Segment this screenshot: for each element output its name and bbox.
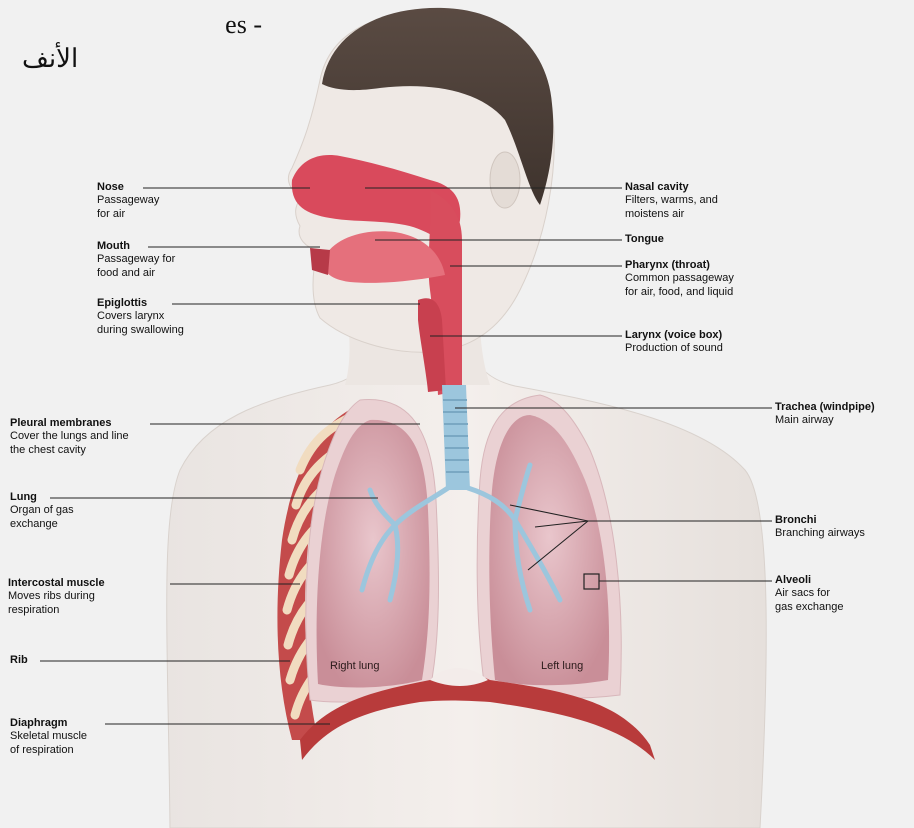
label-mouth-name: Mouth: [97, 240, 175, 253]
label-bronchi: Bronchi Branching airways: [775, 514, 865, 541]
label-intercostal: Intercostal muscle Moves ribs during res…: [8, 577, 105, 617]
label-diaphragm-desc1: Skeletal muscle: [10, 730, 87, 743]
label-epiglottis-desc2: during swallowing: [97, 324, 184, 337]
label-pharynx: Pharynx (throat) Common passageway for a…: [625, 259, 734, 299]
label-nasal-cavity-desc2: moistens air: [625, 208, 718, 221]
label-diaphragm-name: Diaphragm: [10, 717, 87, 730]
label-pleural-desc1: Cover the lungs and line: [10, 430, 129, 443]
label-epiglottis-name: Epiglottis: [97, 297, 184, 310]
label-trachea: Trachea (windpipe) Main airway: [775, 401, 875, 428]
label-nose-name: Nose: [97, 181, 159, 194]
label-nose-desc1: Passageway: [97, 194, 159, 207]
label-tongue: Tongue: [625, 233, 664, 246]
label-pleural-name: Pleural membranes: [10, 417, 129, 430]
label-rib-name: Rib: [10, 654, 28, 667]
label-trachea-desc1: Main airway: [775, 414, 875, 427]
label-alveoli: Alveoli Air sacs for gas exchange: [775, 574, 844, 614]
label-pharynx-desc1: Common passageway: [625, 272, 734, 285]
label-alveoli-name: Alveoli: [775, 574, 844, 587]
label-intercostal-name: Intercostal muscle: [8, 577, 105, 590]
ear: [490, 152, 520, 208]
label-larynx: Larynx (voice box) Production of sound: [625, 329, 723, 356]
label-mouth-desc2: food and air: [97, 267, 175, 280]
label-mouth-desc1: Passageway for: [97, 253, 175, 266]
label-lung-name: Lung: [10, 491, 74, 504]
slide-title-line2: الأنف: [22, 44, 78, 74]
label-bronchi-name: Bronchi: [775, 514, 865, 527]
label-mouth: Mouth Passageway for food and air: [97, 240, 175, 280]
label-rib: Rib: [10, 654, 28, 667]
label-larynx-name: Larynx (voice box): [625, 329, 723, 342]
label-nasal-cavity-desc1: Filters, warms, and: [625, 194, 718, 207]
label-bronchi-desc1: Branching airways: [775, 527, 865, 540]
left-lung-label: Left lung: [541, 660, 583, 672]
label-tongue-name: Tongue: [625, 233, 664, 246]
label-epiglottis: Epiglottis Covers larynx during swallowi…: [97, 297, 184, 337]
label-nasal-cavity: Nasal cavity Filters, warms, and moisten…: [625, 181, 718, 221]
label-alveoli-desc2: gas exchange: [775, 601, 844, 614]
label-pleural: Pleural membranes Cover the lungs and li…: [10, 417, 129, 457]
label-trachea-name: Trachea (windpipe): [775, 401, 875, 414]
label-lung-desc1: Organ of gas: [10, 504, 74, 517]
label-intercostal-desc2: respiration: [8, 604, 105, 617]
label-intercostal-desc1: Moves ribs during: [8, 590, 105, 603]
label-nose-desc2: for air: [97, 208, 159, 221]
label-diaphragm: Diaphragm Skeletal muscle of respiration: [10, 717, 87, 757]
label-alveoli-desc1: Air sacs for: [775, 587, 844, 600]
label-nasal-cavity-name: Nasal cavity: [625, 181, 718, 194]
label-pharynx-name: Pharynx (throat): [625, 259, 734, 272]
label-epiglottis-desc1: Covers larynx: [97, 310, 184, 323]
label-nose: Nose Passageway for air: [97, 181, 159, 221]
slide-title-line1-text: es -: [225, 10, 262, 40]
label-larynx-desc1: Production of sound: [625, 342, 723, 355]
label-pleural-desc2: the chest cavity: [10, 444, 129, 457]
label-diaphragm-desc2: of respiration: [10, 744, 87, 757]
label-lung: Lung Organ of gas exchange: [10, 491, 74, 531]
right-lung-label: Right lung: [330, 660, 380, 672]
label-lung-desc2: exchange: [10, 518, 74, 531]
label-pharynx-desc2: for air, food, and liquid: [625, 286, 734, 299]
mouth-shape: [310, 248, 330, 275]
